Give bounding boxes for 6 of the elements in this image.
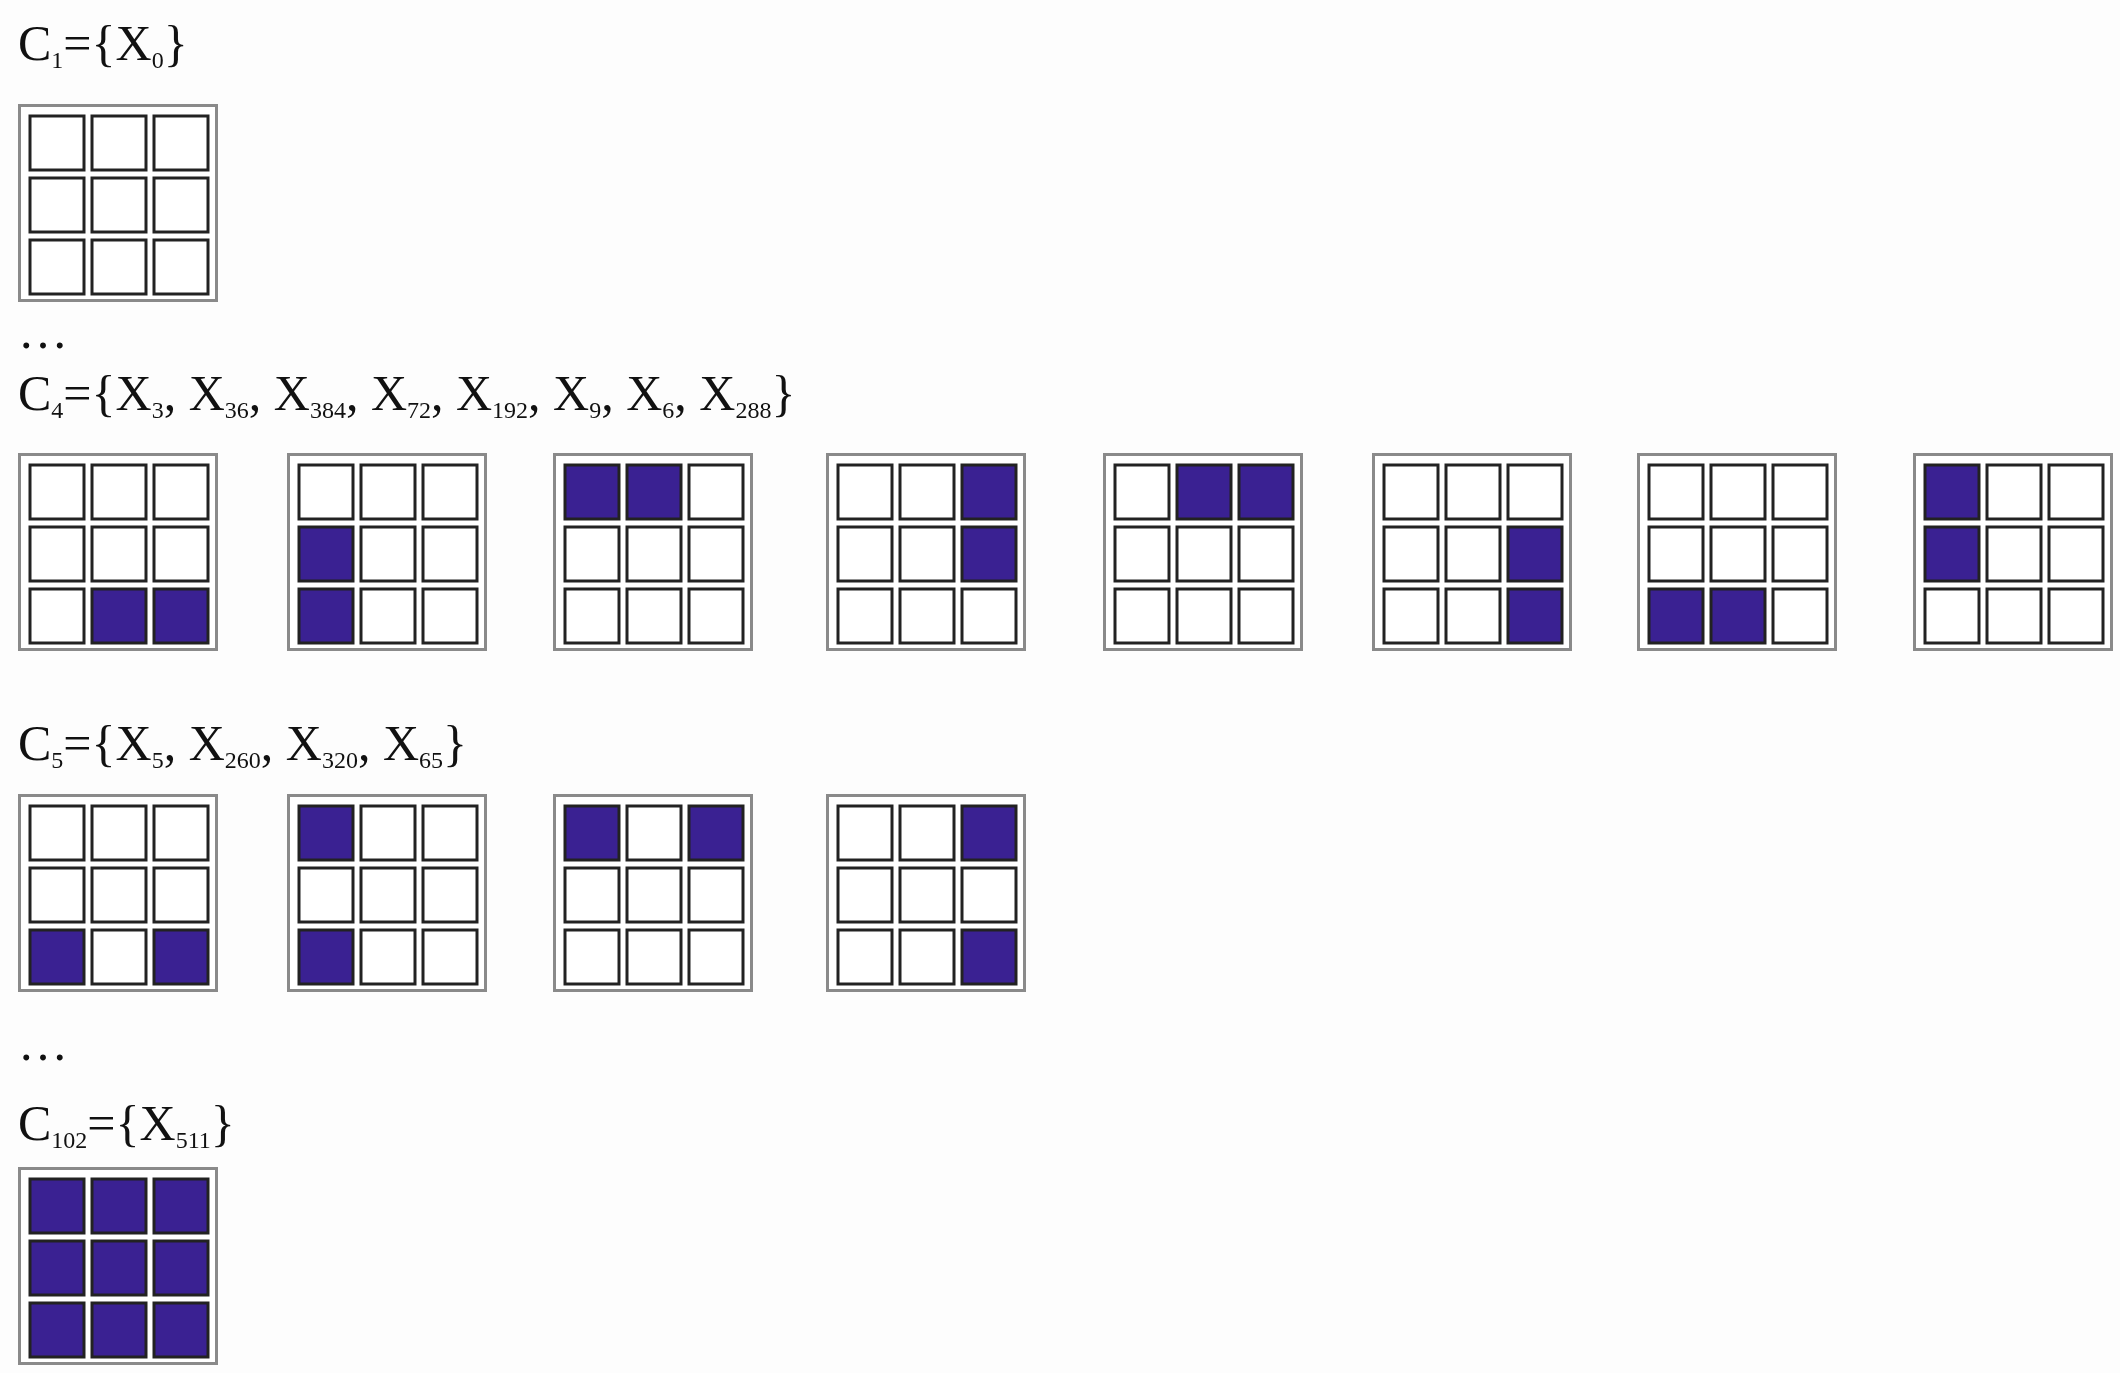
set-label: C$_{5}$={X$_{5}$, X$_{260}$, X$_{320}$, X$_{65}$} [18,718,467,772]
set-label: C$_{4}$={X$_{3}$, X$_{36}$, X$_{384}$, X$_{72}$, X$_{192}$, X$_{9}$, X$_{6}$, X$_{288}$} [18,368,796,422]
ellipsis: … [18,306,68,356]
set-label: C$_{1}$={X$_{0}$} [18,18,188,72]
set-label: C$_{102}$={X$_{511}$} [18,1098,235,1152]
ellipsis: … [18,1018,68,1068]
